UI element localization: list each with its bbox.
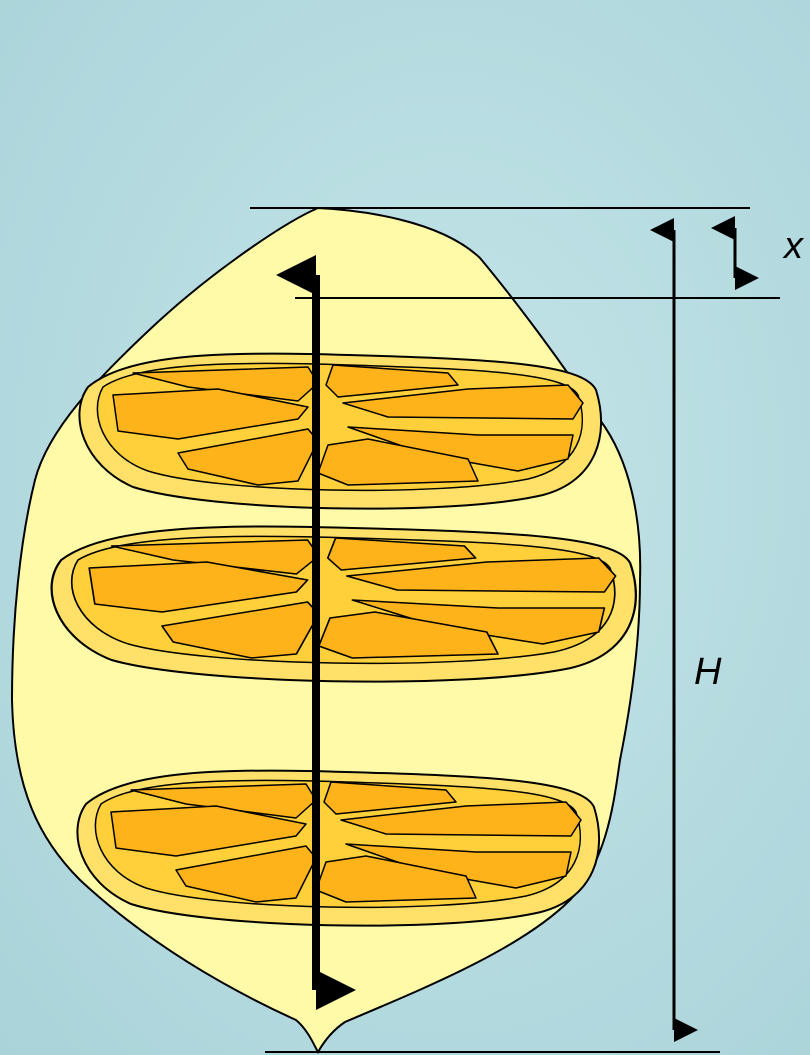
bottom-slice: [76, 769, 601, 927]
height-label: H: [694, 651, 722, 693]
middle-slice: [50, 525, 637, 683]
top-slice: [78, 352, 603, 510]
depth-label: x: [782, 225, 805, 267]
